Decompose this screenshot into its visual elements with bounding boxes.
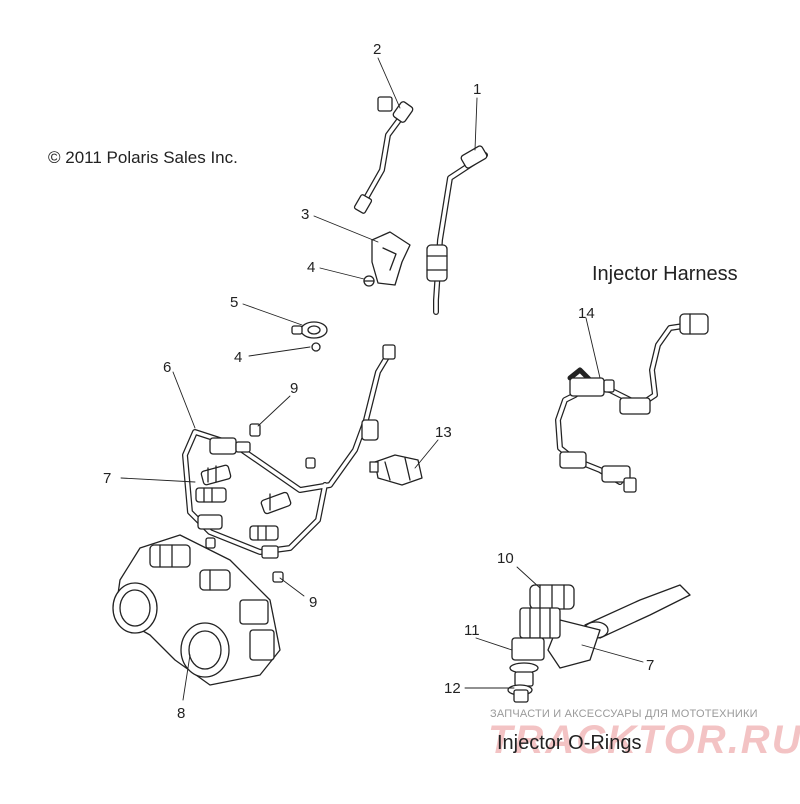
callout-9-lower: 9 [309,594,317,611]
leader-lines [120,57,644,701]
injector-3 [195,487,227,503]
callout-6: 6 [163,359,171,376]
watermark-caption: ЗАПЧАСТИ И АКСЕССУАРЫ ДЛЯ МОТОТЕХНИКИ [490,708,758,720]
watermark-logo: TRACKTOR.RU [488,718,800,762]
injector-harness-assembly [555,313,709,493]
copyright-notice: © 2011 Polaris Sales Inc. [48,148,238,167]
fuel-rail-harness [182,344,396,555]
callout-4-upper: 4 [307,259,315,276]
callout-7-detail: 7 [646,657,654,674]
hose-clip [291,321,328,339]
callout-12: 12 [444,680,461,697]
injector-orings-assembly [507,584,691,703]
injector-2 [200,464,232,486]
bolt-lower [311,342,321,352]
callout-13: 13 [435,424,452,441]
callout-11: 11 [464,622,480,639]
injector-1 [209,437,251,455]
callout-3: 3 [301,206,309,223]
screw-9-upper [249,423,261,437]
injector-orings-title: Injector O-Rings [497,732,642,754]
injector-harness-title: Injector Harness [592,263,738,285]
callout-14: 14 [578,305,595,322]
callout-9-upper: 9 [290,380,298,397]
injector-7 [261,545,279,559]
bracket [371,231,411,286]
injector-4 [260,491,292,515]
injector-6 [249,525,279,541]
fuel-line-with-filter [426,145,488,315]
fuel-line-short [353,96,414,214]
throttle-body [112,534,281,686]
callout-2: 2 [373,41,381,58]
callout-4-lower: 4 [234,349,242,366]
clamp [369,454,423,486]
callout-numbers: 2 1 3 4 5 4 6 9 7 13 14 9 8 10 11 7 12 [103,41,654,722]
screw-9-lower [272,571,284,583]
callout-5: 5 [230,294,238,311]
callout-10: 10 [497,550,514,567]
injector-5 [197,514,223,530]
screw-misc [205,457,316,549]
callout-8: 8 [177,705,185,722]
callout-1: 1 [473,81,481,98]
callout-7-main: 7 [103,470,111,487]
bolt-upper [363,275,375,287]
